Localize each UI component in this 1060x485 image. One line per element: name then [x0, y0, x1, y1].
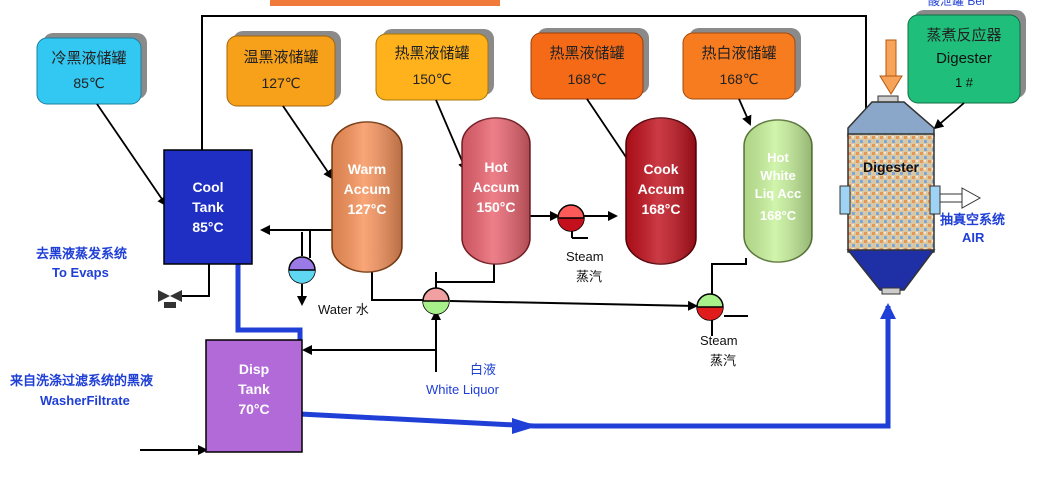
callout-pointers — [96, 98, 965, 207]
warm-accum-tank: Warm Accum 127°C — [331, 121, 403, 273]
hot-accum-tank: Hot Accum 150°C — [461, 117, 531, 265]
callout-hot-white-temp: 168℃ — [719, 71, 758, 87]
warm-accum-line3: 127°C — [347, 201, 386, 217]
white-acc-line3: Liq Acc — [755, 186, 801, 201]
hot-accum-line3: 150°C — [476, 199, 515, 215]
disp-tank: Disp Tank 70°C — [205, 339, 303, 453]
top-banner-partial — [270, 0, 500, 6]
steam-label-2: Steam — [700, 333, 738, 348]
pump-warm — [288, 256, 316, 284]
callout-hot-white-zh: 热白液储罐 — [701, 45, 776, 62]
callout-cold-black-liquor: 冷黑液储罐 85℃ — [36, 33, 147, 105]
cool-tank-line3: 85°C — [192, 219, 223, 235]
vacuum-system-en: AIR — [962, 230, 985, 245]
callout-hot-black-168-temp: 168℃ — [567, 71, 606, 87]
callout-hot-black-liquor-150: 热黑液储罐 150℃ — [375, 29, 494, 101]
steam-heater-2 — [696, 293, 724, 321]
blue-process-lines — [235, 264, 896, 429]
white-liquor-zh: 白液 — [470, 362, 496, 377]
washer-filtrate-zh: 来自洗涤过滤系统的黑液 — [9, 373, 153, 388]
cook-accum-line1: Cook — [644, 161, 679, 177]
warm-accum-line1: Warm — [348, 161, 386, 177]
pump-white-liquor — [422, 287, 450, 315]
callout-hot-black-150-zh: 热黑液储罐 — [394, 45, 469, 62]
white-acc-line4: 168°C — [760, 208, 797, 223]
disp-tank-line1: Disp — [239, 361, 269, 377]
disp-tank-line2: Tank — [238, 381, 270, 397]
cook-accum-line3: 168°C — [641, 201, 680, 217]
cook-accum-tank: Cook Accum 168°C — [625, 117, 697, 265]
white-acc-line2: White — [760, 168, 795, 183]
callout-hot-white-liquor: 热白液储罐 168℃ — [682, 28, 801, 100]
callout-digester-zh: 蒸煮反应器 — [926, 26, 1001, 44]
steam-label-1-zh: 蒸汽 — [576, 269, 602, 284]
callout-digester-en: Digester — [936, 50, 992, 67]
blue-flow-arrow — [512, 418, 538, 434]
water-label: Water 水 — [318, 302, 369, 317]
evaps-valve-icon — [158, 290, 182, 308]
callout-digester: 蒸煮反应器 Digester 1 # — [907, 10, 1026, 104]
callout-hot-black-168-zh: 热黑液储罐 — [549, 45, 624, 62]
top-right-partial-text: 酸泄罐 Bel — [928, 0, 985, 8]
warm-accum-line2: Accum — [344, 181, 391, 197]
vacuum-system-zh: 抽真空系统 — [940, 212, 1005, 227]
digester-vessel: Digester — [839, 95, 941, 295]
cool-tank-line1: Cool — [192, 179, 223, 195]
washer-filtrate-en: WasherFiltrate — [40, 393, 130, 408]
hot-accum-line1: Hot — [484, 159, 508, 175]
callout-warm-black-zh: 温黑液储罐 — [243, 49, 318, 66]
white-acc-line1: Hot — [767, 150, 789, 165]
callout-hot-black-liquor-168: 热黑液储罐 168℃ — [530, 28, 649, 100]
steam-label-2-zh: 蒸汽 — [710, 353, 736, 368]
disp-tank-line3: 70°C — [238, 401, 269, 417]
callout-cold-black-zh: 冷黑液储罐 — [51, 50, 126, 67]
chip-feed-arrow — [879, 39, 903, 95]
cook-accum-line2: Accum — [638, 181, 685, 197]
callout-digester-num: 1 # — [955, 75, 974, 90]
hot-accum-line2: Accum — [473, 179, 520, 195]
steam-label-1: Steam — [566, 249, 604, 264]
white-liquor-en: White Liquor — [426, 382, 500, 397]
cool-tank-line2: Tank — [192, 199, 224, 215]
cool-tank: Cool Tank 85°C — [163, 149, 253, 265]
callout-hot-black-150-temp: 150℃ — [412, 71, 451, 87]
hot-white-liq-acc-tank: Hot White Liq Acc 168°C — [743, 119, 813, 263]
to-evaps-en: To Evaps — [52, 265, 109, 280]
digester-label: Digester — [863, 159, 920, 175]
callout-warm-black-liquor: 温黑液储罐 127℃ — [226, 31, 341, 107]
steam-heater-1 — [557, 204, 585, 232]
callout-cold-black-temp: 85℃ — [73, 75, 104, 91]
callout-warm-black-temp: 127℃ — [261, 75, 300, 91]
to-evaps-zh: 去黑液蒸发系统 — [36, 246, 127, 261]
vacuum-outlet-arrow — [939, 187, 982, 209]
